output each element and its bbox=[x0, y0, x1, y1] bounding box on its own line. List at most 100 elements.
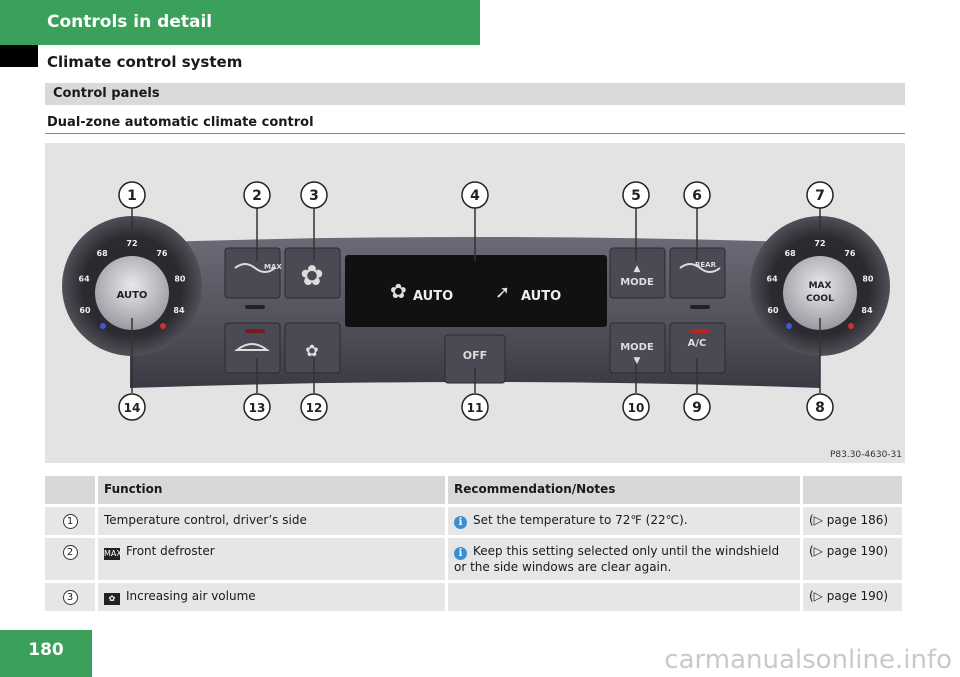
top-callout-circle bbox=[461, 181, 489, 209]
display-airflow-icon: ➚ bbox=[495, 282, 510, 303]
figure-heading: Dual-zone automatic climate control bbox=[47, 115, 314, 130]
top-callout-circle bbox=[300, 181, 328, 209]
top-callout-number: 4 bbox=[470, 188, 480, 204]
fan-decrease-button bbox=[284, 322, 341, 374]
max-label: MAX bbox=[264, 263, 282, 271]
heading-divider bbox=[45, 133, 905, 134]
recirculation-button bbox=[224, 322, 281, 374]
section-title: Climate control system bbox=[47, 53, 243, 71]
row-note: Keep this setting selected only until th… bbox=[454, 544, 780, 574]
page-ref-link[interactable]: (▷ page 186) bbox=[801, 505, 905, 538]
subsection-title: Control panels bbox=[53, 86, 160, 101]
header-recommendation: Recommendation/Notes bbox=[446, 476, 803, 507]
right-scale-label: 84 bbox=[861, 306, 873, 315]
row-number: 1 bbox=[62, 514, 78, 529]
ac-label: A/C bbox=[688, 338, 707, 349]
left-scale-label: 76 bbox=[156, 249, 168, 258]
top-callout-number: 1 bbox=[127, 188, 137, 204]
fan-icon: ✿ bbox=[104, 593, 120, 605]
rear-defrost-icon bbox=[679, 263, 721, 273]
table-row: 1 Temperature control, driver’s side i Se… bbox=[45, 505, 905, 538]
bottom-callout-circle bbox=[243, 393, 271, 421]
chapter-title: Controls in detail bbox=[47, 12, 213, 32]
top-callout-number: 5 bbox=[631, 188, 641, 204]
right-scale-label: 72 bbox=[814, 239, 825, 248]
fan-increase-button bbox=[284, 247, 341, 299]
bottom-callout-number: 10 bbox=[628, 401, 645, 415]
right-scale-label: 60 bbox=[767, 306, 779, 315]
bottom-callout-circle bbox=[683, 393, 711, 421]
left-knob bbox=[95, 256, 169, 330]
header-function: Function bbox=[96, 476, 448, 507]
row-number: 3 bbox=[62, 590, 78, 605]
left-scale-label: 72 bbox=[126, 239, 137, 248]
left-knob-label: AUTO bbox=[117, 290, 148, 301]
defrost-max-icon: MAX bbox=[104, 548, 122, 560]
bottom-callout-circle bbox=[300, 393, 328, 421]
section-marker bbox=[0, 45, 38, 67]
figure-code: P83.30-4630-31 bbox=[829, 450, 902, 460]
top-callout-circle bbox=[622, 181, 650, 209]
fan-large-icon: ✿ bbox=[300, 259, 323, 292]
top-callout-number: 6 bbox=[692, 188, 702, 204]
display-fan-icon: ✿ bbox=[390, 279, 407, 303]
bottom-callout-number: 12 bbox=[306, 401, 323, 415]
row-function: Increasing air volume bbox=[126, 589, 256, 603]
fan-small-icon: ✿ bbox=[305, 341, 318, 360]
right-knob-label-1: MAX bbox=[809, 281, 832, 291]
left-scale-label: 64 bbox=[79, 275, 91, 284]
page-number: 180 bbox=[0, 630, 92, 677]
right-knob-label-2: COOL bbox=[806, 294, 834, 304]
mode-up-label: MODE bbox=[620, 277, 654, 288]
bottom-callout-number: 11 bbox=[467, 401, 484, 415]
mode-down-arrow-icon: ▼ bbox=[634, 356, 641, 366]
right-scale-label: 80 bbox=[862, 275, 874, 284]
left-scale-label: 68 bbox=[97, 249, 109, 258]
right-scale-label: 64 bbox=[767, 275, 779, 284]
bottom-callout-circle bbox=[461, 393, 489, 421]
watermark: carmanualsonline.info bbox=[664, 645, 952, 675]
row-number: 2 bbox=[62, 545, 78, 560]
mode-down-label: MODE bbox=[620, 342, 654, 353]
info-icon: i bbox=[454, 547, 467, 560]
top-callout-number: 7 bbox=[815, 188, 825, 204]
bottom-callout-number: 9 bbox=[692, 400, 702, 416]
mode-up-button bbox=[609, 247, 666, 299]
rear-label: REAR bbox=[695, 261, 717, 269]
row-note bbox=[446, 581, 803, 614]
right-scale-label: 68 bbox=[785, 249, 797, 258]
chapter-tab: Controls in detail bbox=[0, 0, 480, 45]
right-scale-label: 76 bbox=[844, 249, 856, 258]
off-label: OFF bbox=[463, 349, 487, 362]
left-scale-label: 60 bbox=[79, 306, 91, 315]
bottom-callout-number: 13 bbox=[249, 401, 266, 415]
bottom-callout-number: 8 bbox=[815, 400, 825, 416]
table-header-row: Function Recommendation/Notes bbox=[45, 476, 905, 507]
top-callout-circle bbox=[243, 181, 271, 209]
mode-down-button bbox=[609, 322, 666, 374]
left-scale-label: 84 bbox=[173, 306, 185, 315]
bottom-callout-circle bbox=[622, 393, 650, 421]
page-ref-link[interactable]: (▷ page 190) bbox=[801, 581, 905, 614]
table-row: 3 ✿ Increasing air volume (▷ page 190) bbox=[45, 581, 905, 614]
top-callout-circle bbox=[118, 181, 146, 209]
display-screen bbox=[345, 255, 607, 327]
recirculation-icon bbox=[234, 343, 270, 351]
info-icon: i bbox=[454, 516, 467, 529]
top-callout-circle bbox=[806, 181, 834, 209]
page-ref-link[interactable]: (▷ page 190) bbox=[801, 536, 905, 583]
bottom-callout-number: 14 bbox=[124, 401, 141, 415]
right-knob bbox=[783, 256, 857, 330]
row-note: Set the temperature to 72℉ (22℃). bbox=[473, 513, 688, 527]
display-fan-auto: AUTO bbox=[413, 289, 453, 304]
bottom-callout-circle bbox=[806, 393, 834, 421]
subsection-bar: Control panels bbox=[45, 83, 905, 105]
row-function: Temperature control, driver’s side bbox=[96, 505, 448, 538]
row-function: Front defroster bbox=[126, 544, 215, 558]
defrost-max-button bbox=[224, 247, 281, 299]
top-callout-circle bbox=[683, 181, 711, 209]
